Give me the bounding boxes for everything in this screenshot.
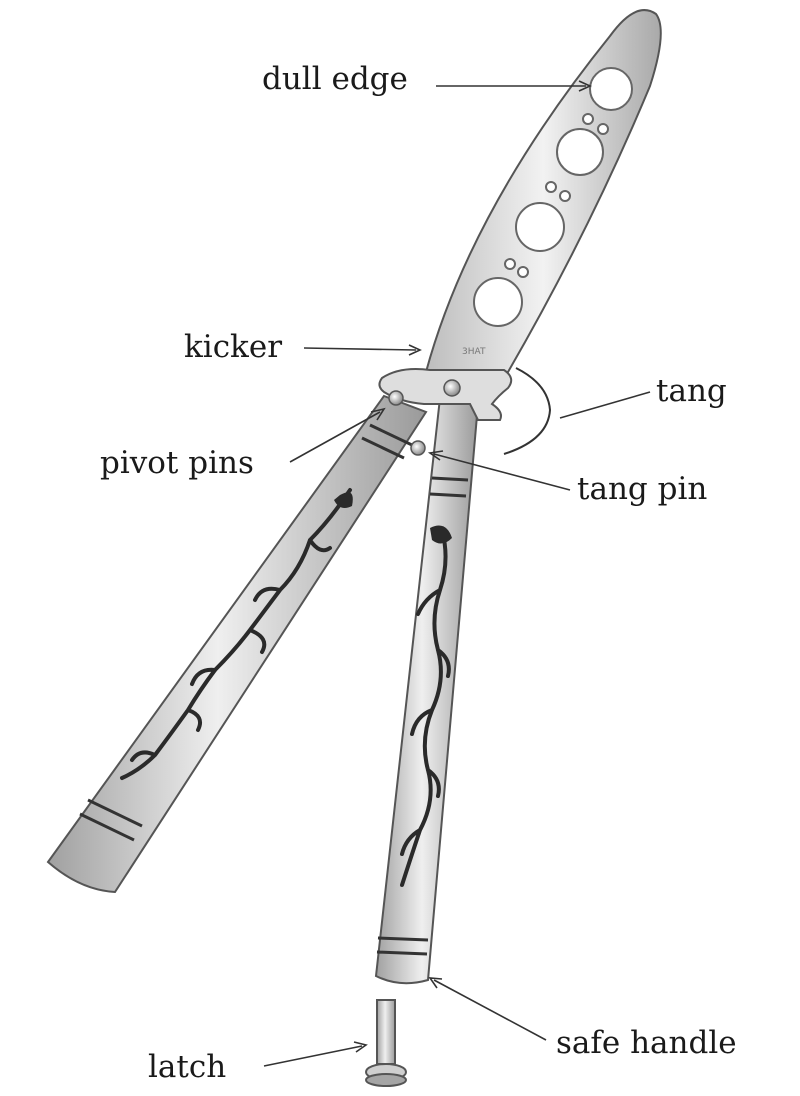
leader-lines <box>263 80 651 1067</box>
label-safe-handle: safe handle <box>556 1025 737 1061</box>
tang-pin <box>410 440 426 456</box>
blade-holes <box>473 67 633 327</box>
label-tang-pin: tang pin <box>577 471 708 507</box>
pivot-pin-left <box>388 390 404 406</box>
pivot-pin-right <box>443 379 461 397</box>
right-handle <box>374 395 480 985</box>
dragon-engraving-right <box>400 528 451 887</box>
tang-arc <box>503 367 552 455</box>
label-kicker: kicker <box>184 329 283 365</box>
left-handle <box>46 394 428 894</box>
tang-hilt <box>378 368 513 456</box>
blade: 3HAT <box>424 9 662 373</box>
label-latch: latch <box>148 1049 227 1085</box>
svg-text:3HAT: 3HAT <box>462 347 486 357</box>
label-tang: tang <box>656 373 727 409</box>
latch-part <box>365 999 407 1087</box>
label-pivot-pins: pivot pins <box>100 445 254 481</box>
dragon-engraving-left <box>120 488 352 780</box>
label-dull-edge: dull edge <box>262 61 408 97</box>
